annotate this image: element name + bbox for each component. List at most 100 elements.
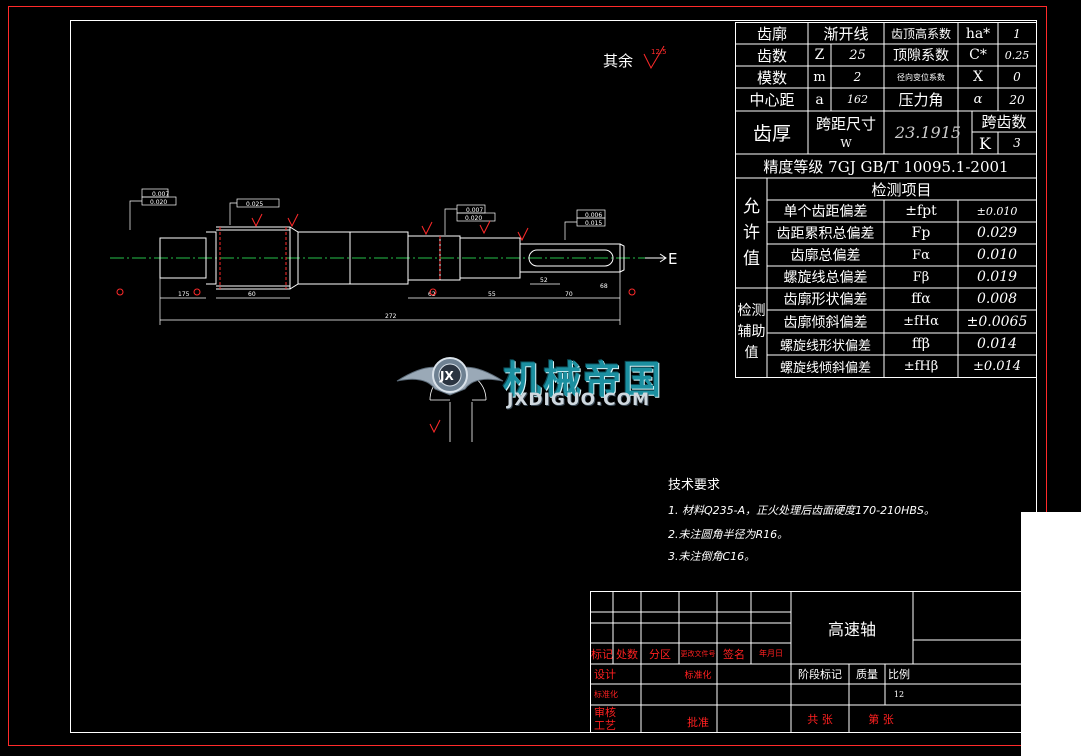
tech-line: 3.未注倒角C16。 (668, 550, 756, 563)
row3-label2: 径向变位系数 (897, 72, 945, 82)
roughness-marks-icon (116, 213, 636, 296)
tolerance-values: 0.007 0.020 0.025 0.007 0.020 0.006 0.01… (150, 191, 602, 227)
row4-label: 中心距 (749, 91, 795, 109)
dim-label: 175 (178, 291, 190, 298)
allow-label: 允许值 (743, 197, 760, 269)
tol-value: 0.020 (150, 199, 167, 206)
tol-value: 0.007 (152, 191, 169, 198)
row1-label: 齿廓 (756, 25, 787, 43)
watermark-cn: 机械帝国 (503, 358, 664, 402)
title-block-grid (591, 592, 1022, 732)
item-name: 齿廓总偏差 (790, 248, 861, 264)
title-block: 标记 处数 分区 更改文件号 签名 年月日 设计 标准化 标准化 审核 工艺 批… (590, 591, 1022, 732)
tb-std: 标准化 (684, 670, 712, 681)
row3-value: 2 (853, 70, 862, 84)
shaft-drawing: 175 60 62 55 70 52 272 68 0.007 0.020 0.… (110, 188, 677, 442)
tol-value: 0.020 (465, 215, 482, 222)
item-symbol: ffβ (911, 336, 931, 352)
tech-line: 1. 材料Q235-A，正火处理后齿面硬度170-210HBS。 (668, 504, 935, 517)
row2-label: 齿数 (756, 46, 787, 65)
tolerance-frames (129, 188, 606, 240)
watermark-en: JXDIGUO.COM (507, 390, 651, 410)
row2-value: 25 (849, 47, 866, 63)
roughness-note: 其余 (603, 50, 633, 71)
row3-sym2: X (973, 69, 983, 85)
tol-value: 0.006 (585, 212, 602, 219)
row2-label2: 顶隙系数 (893, 48, 949, 64)
tol-value: 0.025 (246, 201, 263, 208)
row1-label2: 齿顶高系数 (890, 27, 951, 41)
tb-sign: 签名 (723, 647, 745, 661)
keyway-roughness-icon (429, 419, 441, 434)
dim-label: 68 (600, 283, 608, 290)
item-value: ±0.0065 (966, 313, 1028, 330)
row1-sym: ha* (965, 25, 991, 42)
row1-val: 1 (1013, 26, 1021, 41)
row4-sym: a (815, 91, 824, 108)
span-value: 23.1915 (894, 123, 962, 142)
tb-total: 共 张 (807, 712, 833, 726)
tech-title: 技术要求 (668, 478, 721, 493)
item-name: 齿廓倾斜偏差 (783, 314, 868, 331)
tb-doc: 更改文件号 (680, 649, 716, 658)
k-label: 跨齿数 (981, 113, 1027, 131)
dim-label: 52 (540, 277, 548, 284)
row2-sym2: C* (969, 47, 987, 63)
gear-table: 齿廓 渐开线 齿顶高系数 ha* 1 齿数 Z 25 顶隙系数 C* 0.25 … (735, 22, 1037, 378)
row4-val2: 20 (1009, 92, 1025, 107)
side-white-block (1021, 512, 1081, 756)
row3-val2: 0 (1013, 70, 1021, 84)
item-symbol: Fα (912, 247, 930, 263)
tb-process: 工艺 (594, 719, 616, 732)
gear-table-grid (736, 23, 1036, 377)
outer-frame (8, 6, 1047, 746)
item-symbol: Fp (911, 225, 931, 241)
row3-sym: m (813, 69, 826, 85)
tb-scale: 比例 (888, 668, 910, 681)
item-value: ±0.010 (976, 204, 1018, 218)
tb-check: 审核 (594, 705, 616, 719)
item-value: 0.014 (976, 336, 1018, 352)
thickness-label: 齿厚 (752, 123, 791, 145)
item-name: 螺旋线形状偏差 (779, 338, 871, 354)
row3-label: 模数 (756, 68, 787, 87)
item-name: 齿距累积总偏差 (776, 226, 875, 242)
dim-label: 55 (488, 291, 496, 298)
k-value: 3 (1013, 136, 1021, 150)
item-symbol: ±fpt (905, 203, 937, 219)
tech-line: 2.未注圆角半径为R16。 (668, 528, 789, 541)
item-name: 齿廓形状偏差 (783, 292, 868, 308)
dimension-lines (159, 272, 621, 325)
precision-grade: 精度等级 7GJ GB/T 10095.1-2001 (763, 157, 1009, 176)
watermark-badge: JX (439, 369, 454, 383)
item-name: 单个齿距偏差 (783, 204, 868, 220)
section-label-e: E (668, 250, 677, 268)
tb-stage: 阶段标记 (798, 668, 842, 681)
row2-sym: Z (814, 47, 825, 63)
tb-approve: 批准 (687, 716, 709, 729)
item-value: 0.029 (976, 225, 1018, 241)
item-symbol: ffα (911, 291, 931, 307)
tb-draw: 标准化 (594, 690, 618, 699)
dimension-labels: 175 60 62 55 70 52 272 68 (178, 277, 608, 320)
row2-val2: 0.25 (1004, 48, 1030, 62)
tb-mass: 质量 (856, 668, 878, 681)
tol-value: 0.015 (585, 220, 602, 227)
item-value: ±0.014 (972, 358, 1022, 374)
item-value: 0.010 (976, 247, 1018, 263)
tb-mark: 标记 (591, 647, 613, 661)
aux-label: 检测辅助值 (737, 303, 766, 361)
item-symbol: Fβ (912, 269, 930, 285)
item-value: 0.019 (976, 269, 1018, 285)
tb-date: 年月日 (759, 649, 783, 658)
dim-label: 272 (385, 313, 397, 320)
roughness-label: 其余 (603, 52, 634, 70)
dim-label: 60 (248, 291, 256, 298)
tb-scale-value: 12 (893, 690, 905, 699)
roughness-symbol-icon: 12.5 (643, 45, 667, 70)
row4-value: 162 (847, 93, 868, 106)
k-symbol: K (979, 133, 991, 153)
span-symbol: W (840, 136, 852, 150)
row4-label2: 压力角 (898, 91, 944, 109)
tb-design: 设计 (594, 668, 616, 681)
